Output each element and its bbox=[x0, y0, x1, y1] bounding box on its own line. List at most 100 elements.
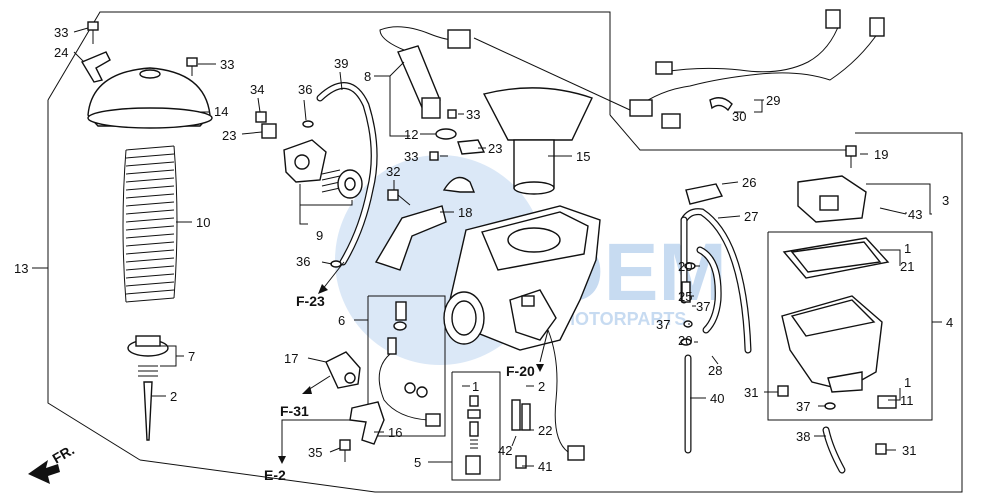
plate-23 bbox=[457, 139, 486, 155]
callout-8: 8 bbox=[364, 69, 371, 84]
callout-27: 27 bbox=[744, 209, 758, 224]
callout-37a: 37 bbox=[696, 299, 710, 314]
callout-39: 39 bbox=[334, 56, 348, 71]
frame-13-bottom bbox=[139, 132, 963, 493]
jet-needle-2 bbox=[143, 381, 153, 441]
callout-19: 19 bbox=[874, 147, 888, 162]
callout-16: 16 bbox=[388, 425, 402, 440]
callout-14: 14 bbox=[214, 104, 228, 119]
ref-f20: F-20 bbox=[506, 363, 535, 379]
screw-35 bbox=[339, 439, 351, 462]
carburetor-body bbox=[443, 205, 601, 461]
callout-11: 11 bbox=[900, 393, 914, 408]
hose-38 bbox=[822, 426, 846, 474]
callout-2a: 2 bbox=[170, 389, 177, 404]
screw-34-23 bbox=[255, 111, 277, 139]
callout-33c: 33 bbox=[466, 107, 480, 122]
ref-arrows bbox=[28, 261, 549, 484]
arrow-f20 bbox=[536, 364, 544, 372]
screw-32 bbox=[387, 189, 411, 206]
screw-19 bbox=[845, 145, 857, 168]
callout-13: 13 bbox=[14, 261, 28, 276]
frame-13-top bbox=[47, 11, 611, 115]
clip-30 bbox=[709, 97, 733, 112]
bracket-16 bbox=[349, 401, 385, 445]
callout-37b: 37 bbox=[656, 317, 670, 332]
bracket-24 bbox=[80, 51, 111, 83]
clip-37c bbox=[824, 402, 836, 410]
callout-10: 10 bbox=[196, 215, 210, 230]
callout-20a: 20 bbox=[678, 259, 692, 274]
arrow-e2 bbox=[278, 456, 286, 464]
callout-31a: 31 bbox=[744, 385, 758, 400]
callout-29: 29 bbox=[766, 93, 780, 108]
callout-23b: 23 bbox=[488, 141, 502, 156]
callout-28: 28 bbox=[708, 363, 722, 378]
ref-f23: F-23 bbox=[296, 293, 325, 309]
callout-33b: 33 bbox=[220, 57, 234, 72]
callout-3: 3 bbox=[942, 193, 949, 208]
screw-33a bbox=[87, 21, 99, 44]
wire-harness-29 bbox=[629, 9, 885, 129]
hose-39 bbox=[316, 82, 378, 266]
callout-7: 7 bbox=[188, 349, 195, 364]
clamp-plate bbox=[442, 176, 476, 193]
frame-13-step bbox=[609, 114, 855, 151]
bracket-18 bbox=[374, 205, 447, 271]
needle-holder-7 bbox=[127, 335, 169, 377]
oring-12 bbox=[435, 128, 457, 140]
callout-30: 30 bbox=[732, 109, 746, 124]
hose-28 bbox=[696, 246, 722, 334]
screw-31a bbox=[777, 385, 789, 397]
callout-40: 40 bbox=[710, 391, 724, 406]
float-bowl-4 bbox=[781, 295, 883, 393]
callout-17: 17 bbox=[284, 351, 298, 366]
callout-20b: 20 bbox=[678, 333, 692, 348]
screw-31b bbox=[875, 443, 887, 455]
drain-screw-11 bbox=[877, 395, 897, 409]
callout-22: 22 bbox=[538, 423, 552, 438]
callout-1c: 1 bbox=[904, 375, 911, 390]
callout-21: 21 bbox=[900, 259, 914, 274]
callout-18: 18 bbox=[458, 205, 472, 220]
clips-20-37 bbox=[680, 262, 696, 346]
callout-26: 26 bbox=[742, 175, 756, 190]
frame-6 bbox=[367, 295, 446, 437]
callout-35: 35 bbox=[308, 445, 322, 460]
callout-9: 9 bbox=[316, 228, 323, 243]
leader-harness bbox=[473, 37, 631, 111]
screw-33c bbox=[447, 109, 457, 119]
screw-33b bbox=[186, 57, 198, 76]
callout-36a: 36 bbox=[298, 82, 312, 97]
watermark-sub: MOTORPARTS bbox=[560, 309, 686, 329]
diaphragm-9 bbox=[337, 169, 363, 199]
callout-41: 41 bbox=[538, 459, 552, 474]
frame-4 bbox=[767, 231, 933, 421]
gasket-21 bbox=[782, 237, 890, 279]
callout-12: 12 bbox=[404, 127, 418, 142]
clip-36b bbox=[330, 260, 342, 268]
callout-23a: 23 bbox=[222, 128, 236, 143]
callout-36b: 36 bbox=[296, 254, 310, 269]
callout-38: 38 bbox=[796, 429, 810, 444]
spring-10 bbox=[122, 145, 178, 303]
auto-choke-8 bbox=[379, 26, 471, 119]
callout-32: 32 bbox=[386, 164, 400, 179]
callouts: 33 24 33 14 34 23 10 13 7 2 36 39 9 36 8… bbox=[14, 25, 953, 474]
fr-arrow-icon bbox=[28, 460, 60, 484]
clip-36a bbox=[302, 120, 314, 128]
callout-15: 15 bbox=[576, 149, 590, 164]
assembly-frames bbox=[32, 11, 963, 493]
callout-25: 25 bbox=[678, 289, 692, 304]
pin-43 bbox=[879, 207, 907, 215]
leader-lines bbox=[73, 27, 932, 467]
cover-plate-9 bbox=[283, 139, 327, 183]
ref-fr: FR. bbox=[50, 441, 78, 466]
bowl-cover-3 bbox=[797, 175, 867, 223]
callout-4: 4 bbox=[946, 315, 953, 330]
callout-1a: 1 bbox=[472, 379, 479, 394]
callout-2b: 2 bbox=[538, 379, 545, 394]
cover-14 bbox=[87, 67, 213, 129]
cap-26 bbox=[685, 183, 724, 205]
